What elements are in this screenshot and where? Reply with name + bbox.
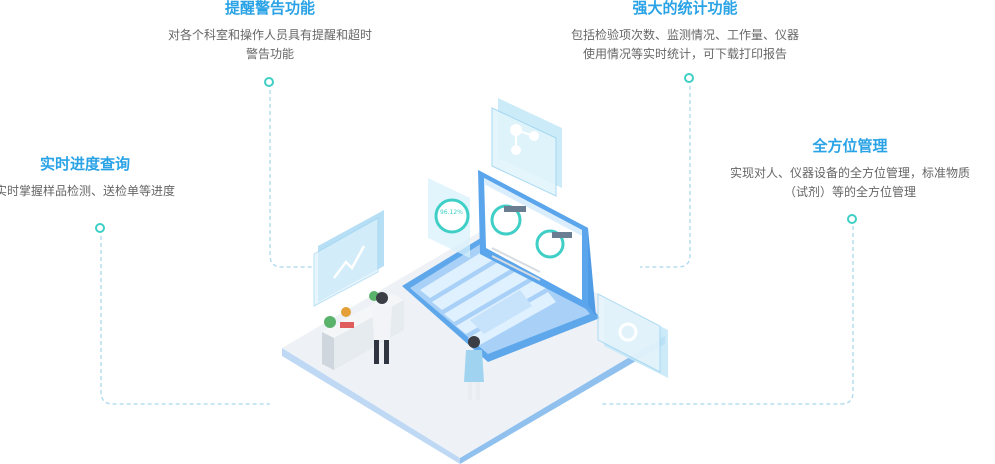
network-holo-panel: [491, 98, 562, 197]
feature-stats-desc: 包括检验项次数、监测情况、工作量、仪器 使用情况等实时统计，可下载打印报告: [540, 26, 830, 64]
laptop: [402, 170, 600, 362]
feature-realtime-desc: 实时掌握样品检测、送检单等进度: [0, 184, 175, 198]
feature-stats-desc-line2: 使用情况等实时统计，可下载打印报告: [582, 47, 787, 61]
screen-holo-panel: [428, 178, 470, 258]
woman-figure: [464, 336, 484, 400]
feature-manage-title: 全方位管理: [812, 137, 888, 155]
scientist-figure: [372, 292, 392, 364]
connector-dot-realtime: [95, 223, 105, 233]
connector-dot-manage: [847, 214, 857, 224]
feature-manage-desc-line2: （试剂）等的全方位管理: [783, 185, 916, 199]
screen-gauge-badge: 96.12%: [440, 209, 463, 216]
connector-lines: [100, 86, 854, 405]
feature-manage-desc: 实现对人、仪器设备的全方位管理，标准物质 （试剂）等的全方位管理: [705, 164, 995, 202]
feature-alert-desc-line1: 对各个科室和操作人员具有提醒和超时: [167, 28, 372, 42]
feature-stats-title: 强大的统计功能: [632, 0, 738, 17]
feature-manage-desc-line1: 实现对人、仪器设备的全方位管理，标准物质: [729, 166, 970, 180]
feature-alert-desc: 对各个科室和操作人员具有提醒和超时 警告功能: [140, 26, 400, 64]
chart-holo-panel: [313, 210, 384, 307]
feature-stats-desc-line1: 包括检验项次数、监测情况、工作量、仪器: [570, 28, 799, 42]
feature-alert: 提醒警告功能 对各个科室和操作人员具有提醒和超时 警告功能: [140, 0, 400, 64]
gear-holo-panel: [597, 293, 668, 378]
connector-dot-stats: [684, 73, 694, 83]
feature-realtime: 实时进度查询 实时掌握样品检测、送检单等进度: [0, 154, 210, 201]
connector-dot-alert: [264, 77, 274, 87]
feature-manage: 全方位管理 实现对人、仪器设备的全方位管理，标准物质 （试剂）等的全方位管理: [705, 136, 995, 202]
feature-realtime-title: 实时进度查询: [39, 155, 130, 173]
feature-alert-desc-line2: 警告功能: [245, 47, 294, 61]
feature-alert-title: 提醒警告功能: [224, 0, 315, 17]
feature-stats: 强大的统计功能 包括检验项次数、监测情况、工作量、仪器 使用情况等实时统计，可下…: [540, 0, 830, 64]
